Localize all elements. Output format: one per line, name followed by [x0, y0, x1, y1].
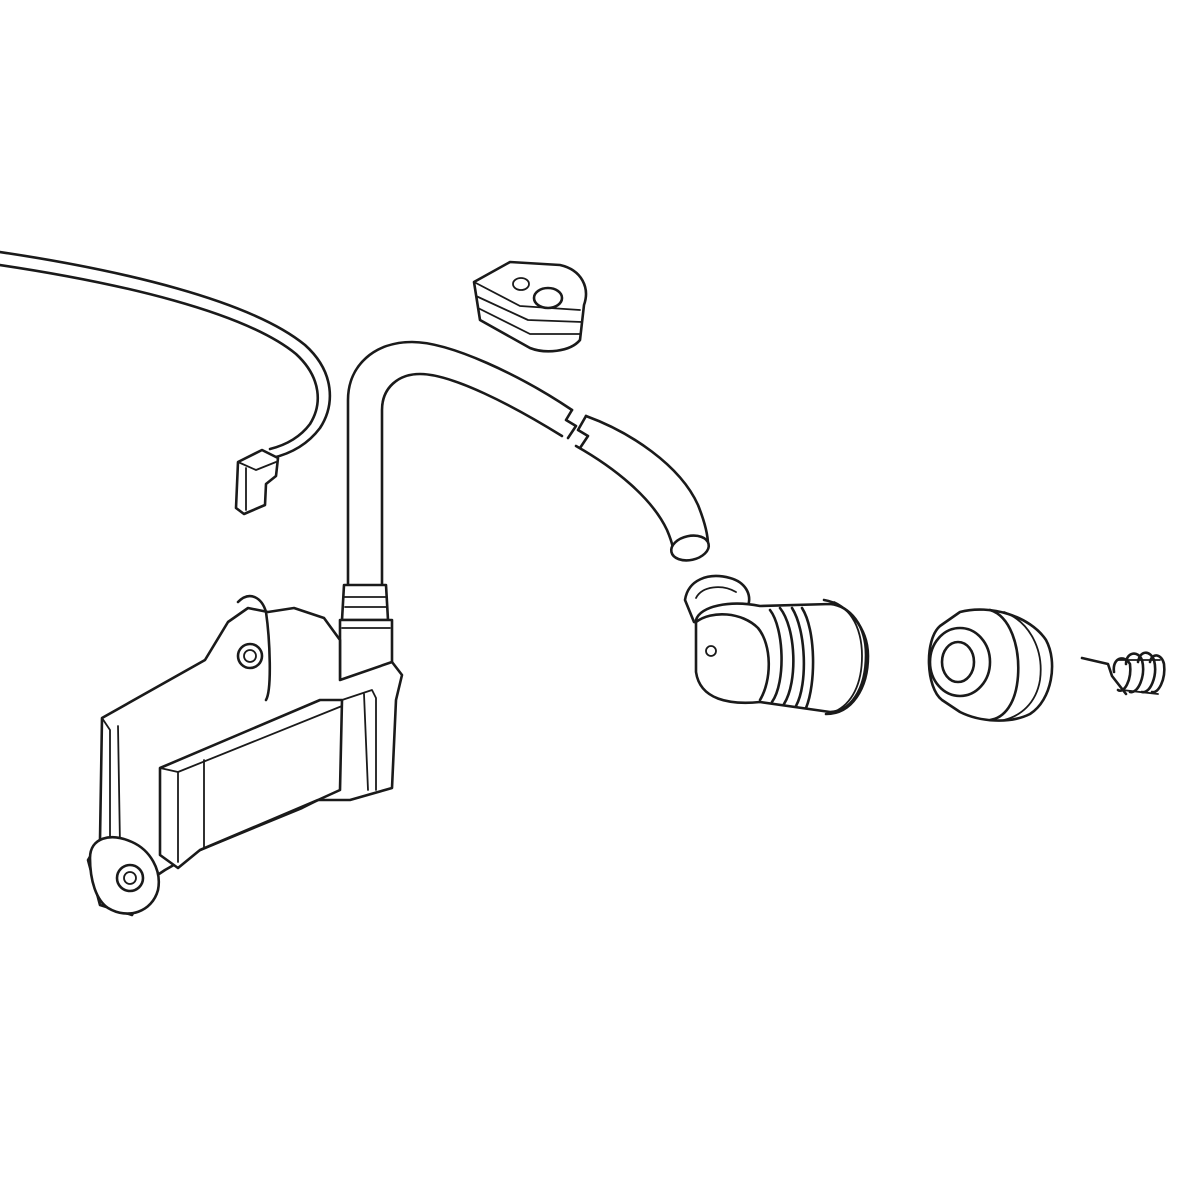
- lead-sleeve: [338, 583, 394, 682]
- kill-wire: [0, 250, 332, 516]
- spade-terminal: [234, 448, 280, 516]
- ht-lead: [338, 340, 711, 682]
- boot-insert: [927, 608, 1054, 722]
- ignition-coil: [86, 594, 404, 917]
- contact-spring: [1080, 651, 1166, 696]
- grommet: [472, 260, 588, 353]
- spark-plug-boot: [683, 574, 870, 716]
